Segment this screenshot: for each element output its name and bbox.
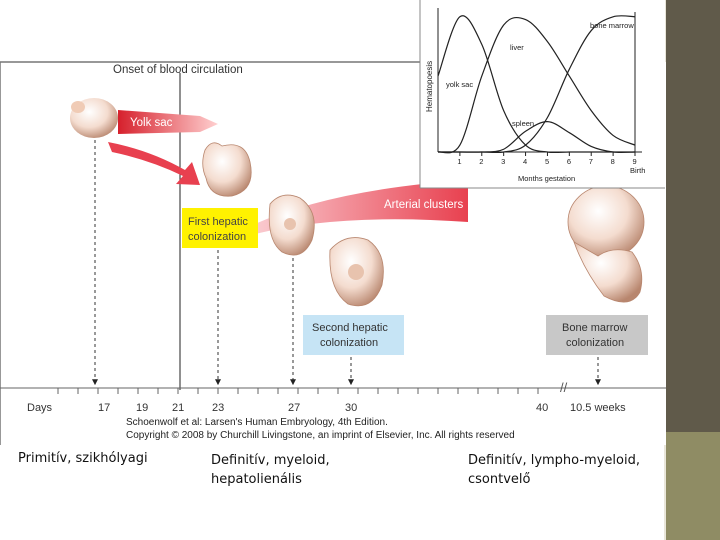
inset-tick-label: 2 [479, 157, 483, 166]
yolk-sac-label: Yolk sac [130, 117, 173, 129]
bone-marrow-colonization-line1: Bone marrow [562, 322, 627, 334]
embryo-day-21 [202, 142, 252, 197]
bone-marrow-colonization-line2: colonization [566, 337, 624, 349]
curve-label-yolk-sac: yolk sac [446, 80, 473, 89]
second-hepatic-box [303, 315, 404, 355]
yolk-sac-arrow [118, 110, 218, 134]
weeks-label: 10.5 weeks [570, 402, 626, 414]
day-tick-30: 30 [345, 402, 357, 414]
inset-curves [437, 15, 636, 154]
inset-tick-label: 8 [611, 157, 615, 166]
inset-tick-label: 4 [523, 157, 527, 166]
curve-label-liver: liver [510, 43, 524, 52]
second-hepatic-line2: colonization [320, 337, 378, 349]
day-tick-27: 27 [288, 402, 300, 414]
embryo-day-23 [268, 194, 315, 256]
day-tick-23: 23 [212, 402, 224, 414]
inset-tick-label: 5 [545, 157, 549, 166]
yolk-sac-bud [71, 101, 85, 113]
first-hepatic-line1: First hepatic [188, 216, 248, 228]
curve-bone-marrow [437, 15, 636, 154]
second-hepatic-line1: Second hepatic [312, 322, 388, 334]
curved-red-arrow [108, 142, 200, 185]
first-hepatic-line2: colonization [188, 231, 246, 243]
hematopoiesis-inset-chart: Hematopoesis Months gestation Birth 1 2 3 4… [419, 0, 665, 189]
caption-primitive: Primitív, szikhólyagi [18, 451, 148, 466]
timeline-break: // [560, 380, 568, 395]
inset-tick-label: 6 [567, 157, 571, 166]
day-tick-21: 21 [172, 402, 184, 414]
inset-tick-label: 7 [589, 157, 593, 166]
credit-line-2: Copyright © 2008 by Churchill Livingston… [126, 430, 515, 441]
timeline-ticks [57, 388, 539, 394]
arterial-clusters-label: Arterial clusters [384, 199, 463, 211]
credit-line-1: Schoenwolf et al: Larsen's Human Embryol… [126, 417, 388, 428]
sidebar-dark-panel [666, 0, 720, 432]
inset-birth-label: Birth [630, 166, 645, 175]
hematopoiesis-figure: Onset of blood circulation Yolk sac Arte… [0, 0, 666, 445]
curve-liver [437, 16, 636, 154]
sidebar-olive-panel [666, 432, 720, 540]
onset-label: Onset of blood circulation [113, 64, 243, 76]
inset-x-label: Months gestation [518, 174, 575, 183]
curve-yolk-sac [437, 15, 635, 154]
inset-x-ticks: 1 2 3 4 5 6 7 8 9 [457, 152, 637, 166]
caption-definitive-myeloid: Definitív, myeloid, hepatolienális [211, 453, 330, 487]
bone-marrow-colonization-box [546, 315, 648, 355]
inset-tick-label: 9 [633, 157, 637, 166]
embryo-day-27 [329, 237, 384, 307]
inset-tick-label: 1 [457, 157, 461, 166]
day-tick-40: 40 [536, 402, 548, 414]
inset-tick-label: 3 [501, 157, 505, 166]
day-tick-19: 19 [136, 402, 148, 414]
curve-label-bone-marrow: bone marrow [590, 21, 634, 30]
days-label: Days [27, 402, 53, 414]
first-hepatic-box [182, 208, 258, 248]
inset-y-label: Hematopoesis [425, 61, 434, 112]
caption-definitive-lympho-myeloid: Definitív, lympho-myeloid, csontvelő [468, 453, 640, 487]
curve-label-spleen: spleen [512, 119, 534, 128]
day-tick-17: 17 [98, 402, 110, 414]
embryo-10-5-weeks [567, 185, 645, 303]
